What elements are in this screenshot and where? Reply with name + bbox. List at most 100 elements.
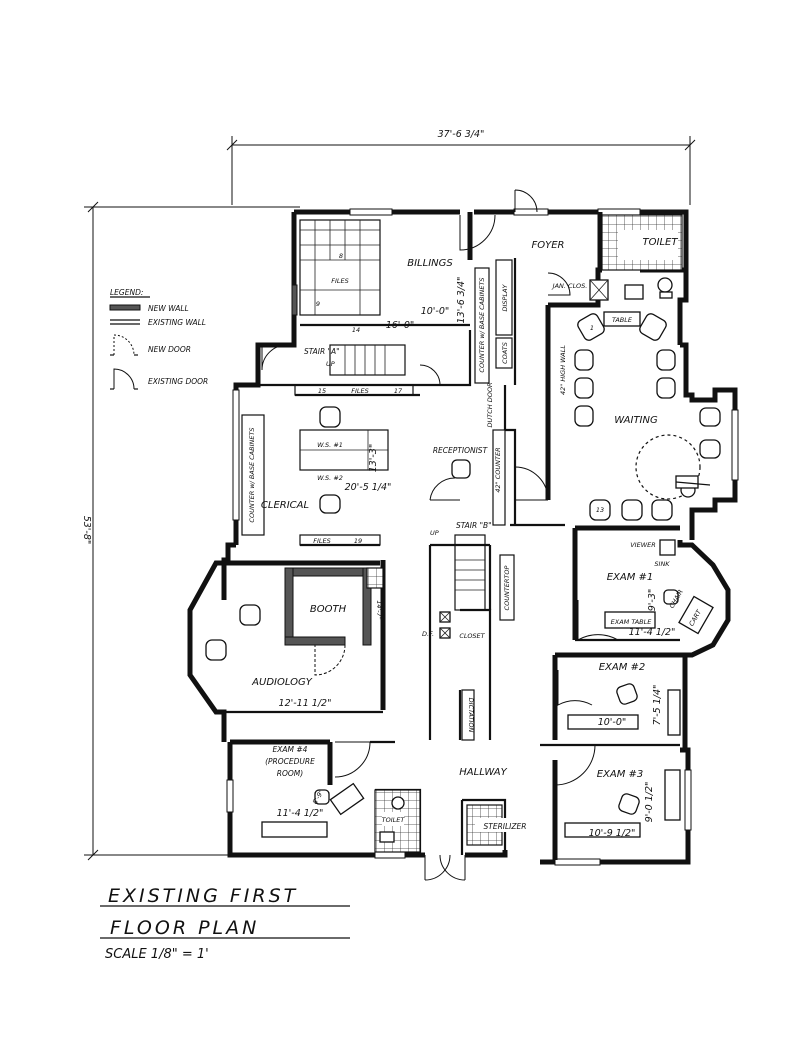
- sink-label: SINK: [654, 560, 670, 568]
- ws1-label: W.S. #1: [317, 441, 343, 449]
- overall-width-dimension: 37'-6 3/4": [226, 129, 696, 205]
- foyer-label: FOYER: [532, 240, 565, 251]
- exam3-depth-dim: 9'-0 1/2": [644, 782, 655, 823]
- clerical-label: CLERICAL: [261, 500, 309, 511]
- audiology-label: AUDIOLOGY: [251, 677, 313, 688]
- waiting-room: TABLE 1 13 WAITING 42" HIGH WALL: [514, 311, 721, 521]
- clerical-depth-dim: 13'-3": [368, 444, 379, 473]
- legend-existing-wall: EXISTING WALL: [148, 318, 206, 327]
- billings-files-label: FILES: [331, 277, 349, 285]
- waiting-label: WAITING: [614, 415, 658, 426]
- windows: [226, 208, 739, 866]
- jan-clos-label: JAN. CLOS.: [551, 282, 588, 290]
- dutch-door-label: DUTCH DOOR: [486, 383, 494, 428]
- toilet-exam4: TOILET: [374, 789, 421, 853]
- billings-length-dim: 16'-0": [386, 320, 415, 331]
- exam-4: EXAM #4 (PROCEDURE ROOM) 11'-4 1/2" 8'-9…: [261, 741, 371, 838]
- hallway-label: HALLWAY: [459, 767, 507, 778]
- billings-depth-dim: 13'-6 3/4": [456, 277, 467, 324]
- overall-depth-label: 53'-8": [81, 516, 92, 545]
- files-number-15: 15: [318, 387, 326, 395]
- number-1: 1: [590, 324, 594, 332]
- files-number-8: 8: [339, 252, 343, 260]
- stair-a-label: STAIR "A": [304, 347, 340, 356]
- exam-1: EXAM #1 VIEWER SINK EXAM TABLE CART CHAI…: [577, 539, 714, 641]
- exam2-width-dim: 10'-0": [598, 717, 627, 728]
- toilet-foyer-label: TOILET: [643, 237, 679, 248]
- toilet-exam4-label: TOILET: [382, 816, 406, 824]
- stair-b-label: STAIR "B": [456, 521, 492, 530]
- wheelchair-icon: [675, 475, 711, 498]
- exam4-label-1: EXAM #4: [273, 745, 308, 754]
- exam3-label: EXAM #3: [597, 769, 644, 780]
- legend-new-door: NEW DOOR: [148, 345, 191, 354]
- df-label: D.F.: [422, 630, 434, 638]
- high-wall-label: 42" HIGH WALL: [559, 345, 567, 395]
- scale-note: SCALE 1/8" = 1': [105, 947, 209, 962]
- booth: BOOTH 14'-7": [284, 567, 384, 676]
- billings-label: BILLINGS: [407, 258, 453, 269]
- table-label: TABLE: [612, 316, 633, 324]
- legend-existing-door: EXISTING DOOR: [148, 377, 208, 386]
- files-number-17: 17: [394, 387, 403, 395]
- exam-2: EXAM #2 10'-0" 7'-5 1/4": [557, 662, 681, 736]
- stair-b-up: UP: [430, 529, 439, 537]
- files-number-14: 14: [352, 326, 360, 334]
- clerical-mid-files: FILES: [351, 387, 369, 395]
- clerical-files-label: FILES: [313, 537, 331, 545]
- waiting-chairs: [574, 313, 721, 521]
- sterilizer-label: STERILIZER: [484, 822, 527, 831]
- overall-depth-dimension: 53'-8": [81, 201, 300, 861]
- clerical-width-dim: 20'-5 1/4": [345, 482, 392, 493]
- booth-label: BOOTH: [310, 604, 347, 615]
- exam4-label-3: ROOM): [277, 769, 303, 778]
- files-number-19: 19: [354, 537, 362, 545]
- exam1-depth-dim: 9'-3": [647, 589, 658, 612]
- exam2-label: EXAM #2: [599, 662, 646, 673]
- display-label: DISPLAY: [501, 283, 509, 311]
- clerical-room: 15 FILES 17 COUNTER w/ BASE CABINETS W.S…: [241, 384, 414, 546]
- hallway: HALLWAY STERILIZER: [424, 767, 533, 881]
- audiology-width-dim: 12'-11 1/2": [279, 698, 332, 709]
- title-block: EXISTING FIRST FLOOR PLAN SCALE 1/8" = 1…: [100, 885, 350, 962]
- new-door-symbol: [110, 334, 138, 356]
- booth-height-dim: 14'-7": [375, 600, 383, 620]
- legend: LEGEND: NEW WALL EXISTING WALL NEW DOOR …: [109, 288, 208, 390]
- exam3-width-dim: 10'-9 1/2": [589, 828, 636, 839]
- audiology-room: AUDIOLOGY 12'-11 1/2": [205, 604, 332, 709]
- title-line-1: EXISTING FIRST: [108, 885, 298, 907]
- receptionist-label: RECEPTIONIST: [433, 446, 489, 455]
- exam1-width-dim: 11'-4 1/2": [629, 627, 676, 638]
- billings-room: FILES 8 9 14 BILLINGS 10'-0" 16'-0" 13'-…: [291, 214, 513, 386]
- stair-a: STAIR "A" UP: [261, 344, 406, 376]
- billing-counter-label: COUNTER w/ BASE CABINETS: [478, 277, 486, 372]
- billings-width-dim: 10'-0": [421, 306, 450, 317]
- new-wall-swatch: [109, 304, 141, 311]
- coats-label: COATS: [501, 342, 509, 364]
- exam4-label-2: (PROCEDURE: [265, 757, 315, 766]
- clerical-counter-label: COUNTER w/ BASE CABINETS: [248, 427, 256, 522]
- legend-new-wall: NEW WALL: [148, 304, 189, 313]
- closet-label: CLOSET: [459, 632, 485, 640]
- exam-3: EXAM #3 10'-9 1/2" 9'-0 1/2": [554, 744, 681, 839]
- counter-42-label: 42" COUNTER: [494, 447, 502, 492]
- exam2-depth-dim: 7'-5 1/4": [652, 685, 663, 726]
- stair-b: STAIR "B" UP COUNTERTOP CLOSET D.F. DICT…: [422, 521, 515, 741]
- foyer-area: FOYER TOILET JAN. CLOS.: [514, 189, 683, 301]
- exam4-width-dim: 11'-4 1/2": [277, 808, 324, 819]
- viewer-label: VIEWER: [630, 541, 656, 549]
- existing-door-symbol: [110, 368, 138, 390]
- legend-heading: LEGEND:: [110, 288, 143, 297]
- countertop-label: COUNTERTOP: [503, 565, 511, 610]
- ws2-label: W.S. #2: [317, 474, 343, 482]
- exam-table-label: EXAM TABLE: [611, 618, 653, 626]
- title-line-2: FLOOR PLAN: [110, 917, 259, 939]
- stair-a-up: UP: [326, 360, 335, 368]
- receptionist-area: RECEPTIONIST 42" COUNTER DUTCH DOOR: [429, 383, 506, 526]
- dictation-label: DICTATION: [467, 698, 475, 733]
- exam1-label: EXAM #1: [607, 572, 654, 583]
- files-number-9: 9: [316, 300, 320, 308]
- number-13: 13: [596, 506, 604, 514]
- overall-width-label: 37'-6 3/4": [438, 129, 485, 140]
